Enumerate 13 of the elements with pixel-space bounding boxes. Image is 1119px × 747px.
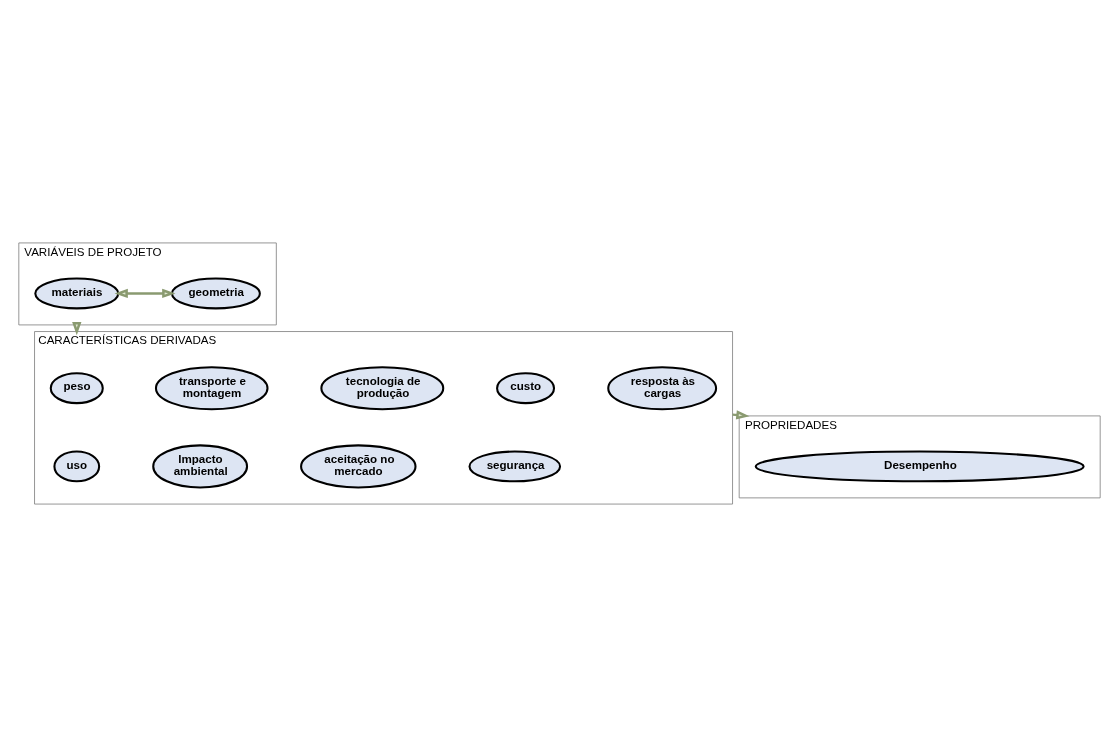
arrow [114,288,176,299]
node-ellipse: transporte e montagem [154,366,269,411]
node-ellipse: resposta às cargas [607,366,718,411]
node-ellipse: tecnologia de produção [320,366,445,411]
node-ellipse: segurança [468,450,562,483]
node-ellipse: materiais [34,277,120,310]
node-ellipse: Desempenho [754,450,1085,483]
node-ellipse: geometria [170,277,261,310]
node-ellipse: peso [49,372,104,405]
node-ellipse: custo [496,372,556,405]
node-ellipse: Impacto ambiental [152,444,249,489]
node-ellipse: uso [53,450,101,483]
node-ellipse: aceitação no mercado [300,444,417,489]
